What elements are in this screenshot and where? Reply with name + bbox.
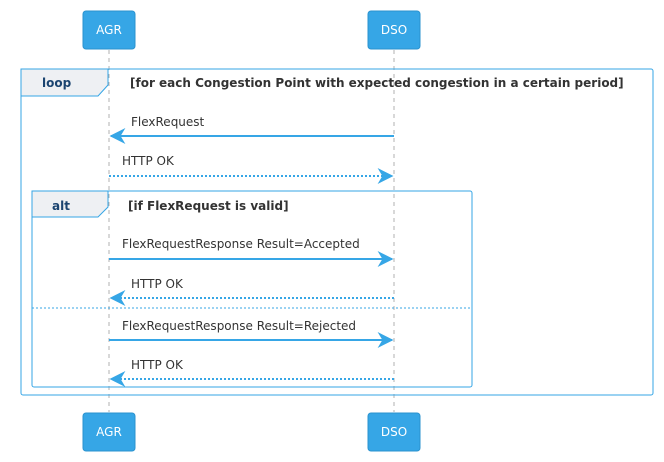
participant-label: DSO <box>381 425 407 439</box>
loop-tag-box <box>20 68 109 97</box>
message-response-accepted: FlexRequestResponse Result=Accepted <box>109 237 394 267</box>
message-flexrequest: FlexRequest <box>109 115 394 144</box>
message-label: FlexRequestResponse Result=Accepted <box>122 237 360 251</box>
participant-agr-bottom: AGR <box>82 412 136 452</box>
message-label: HTTP OK <box>131 358 184 372</box>
participant-label: AGR <box>96 425 122 439</box>
message-http-ok-2: HTTP OK <box>109 277 394 306</box>
participant-label: DSO <box>381 23 407 37</box>
message-http-ok-1: HTTP OK <box>109 154 394 184</box>
message-response-rejected: FlexRequestResponse Result=Rejected <box>109 319 394 348</box>
alt-tag: alt <box>52 199 70 213</box>
message-label: FlexRequestResponse Result=Rejected <box>122 319 356 333</box>
alt-tag-box <box>31 190 109 218</box>
loop-tag: loop <box>42 76 72 90</box>
message-label: HTTP OK <box>131 277 184 291</box>
participant-dso-bottom: DSO <box>367 412 421 452</box>
alt-condition: [if FlexRequest is valid] <box>128 199 289 213</box>
participant-label: AGR <box>96 23 122 37</box>
message-http-ok-3: HTTP OK <box>109 358 394 387</box>
participant-dso-top: DSO <box>367 10 421 50</box>
participant-agr-top: AGR <box>82 10 136 50</box>
message-label: HTTP OK <box>122 154 175 168</box>
loop-condition: [for each Congestion Point with expected… <box>130 76 624 90</box>
alt-frame: alt [if FlexRequest is valid] <box>31 190 473 388</box>
message-label: FlexRequest <box>131 115 205 129</box>
loop-frame: loop [for each Congestion Point with exp… <box>20 68 654 396</box>
